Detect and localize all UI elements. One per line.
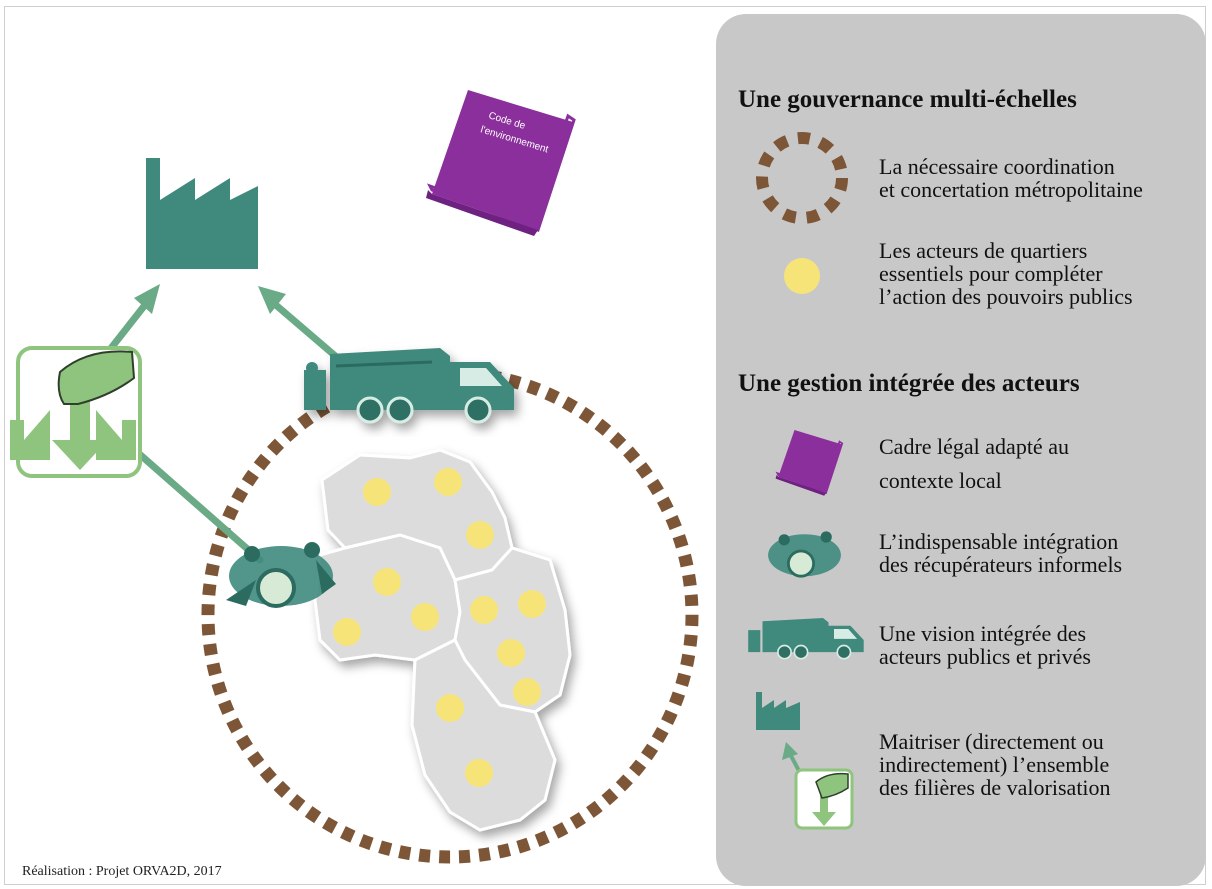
district-south <box>410 637 557 832</box>
garbage-truck-icon <box>304 348 514 424</box>
environment-code-book: Code de l'environnement <box>426 90 576 236</box>
legend-text-valorisation-channels: Maitriser (directement ou indirectement)… <box>879 729 1111 800</box>
neighbourhood-actor-dot <box>513 678 541 706</box>
legend-text-neighbourhood-actors: Les acteurs de quartiers essentiels pour… <box>879 238 1133 309</box>
factory-icon <box>146 158 258 269</box>
sorting-box-icon <box>10 346 142 478</box>
dotted-circle-icon <box>756 132 848 224</box>
neighbourhood-actor-dot <box>333 618 361 646</box>
neighbourhood-actor-dot <box>363 478 391 506</box>
legend-text-informal-collectors: L’indispensable intégration des récupéra… <box>879 529 1123 577</box>
neighbourhood-actor-dot <box>497 639 525 667</box>
informal-collectors-icon <box>768 531 841 578</box>
neighbourhood-actor-dot <box>436 694 464 722</box>
neighbourhood-actor-dot <box>373 568 401 596</box>
main-diagram: Code de l'environnement <box>10 90 699 864</box>
legend-section-management-title: Une gestion intégrée des acteurs <box>738 370 1080 397</box>
credit-text: Réalisation : Projet ORVA2D, 2017 <box>22 864 222 879</box>
informal-collectors-icon <box>226 542 336 608</box>
neighbourhood-actor-dot <box>466 521 494 549</box>
garbage-truck-icon <box>748 618 864 660</box>
neighbourhood-actor-dot <box>518 590 546 618</box>
book-icon <box>775 430 844 496</box>
neighbourhood-actor-dot <box>465 759 493 787</box>
arrow-head-icon <box>782 742 798 760</box>
neighbourhood-actor-dot <box>470 596 498 624</box>
arrow-head-icon <box>258 286 286 314</box>
arrow-head-icon <box>134 284 160 314</box>
factory-icon <box>756 692 800 730</box>
neighbourhood-actor-dot <box>411 603 439 631</box>
legend-section-governance-title: Une gouvernance multi-échelles <box>738 86 1077 113</box>
legend-text-legal-framework: Cadre légal adapté au contexte local <box>879 434 1069 493</box>
sorting-box-icon <box>794 768 854 830</box>
neighbourhood-actors <box>333 468 546 787</box>
legend-icons <box>748 132 864 830</box>
yellow-dot-icon <box>784 258 820 294</box>
metropolitan-coordination-circle <box>201 366 699 864</box>
truck-to-factory-arrow <box>266 296 344 364</box>
neighbourhood-actor-dot <box>434 468 462 496</box>
legend-text-public-private: Une vision intégrée des acteurs publics … <box>879 621 1091 669</box>
hand-icon <box>57 350 136 405</box>
legend-text-coordination: La nécessaire coordination et concertati… <box>879 154 1143 202</box>
